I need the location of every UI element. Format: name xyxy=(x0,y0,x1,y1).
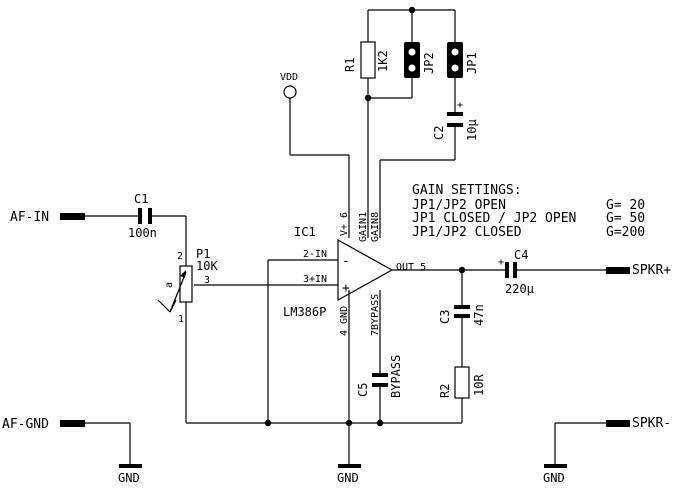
capacitor-c5: C5 BYPASS xyxy=(356,355,403,398)
port-af-in-label: AF-IN xyxy=(10,210,49,225)
r2-ref: R2 xyxy=(438,384,452,398)
gain-row-config: JP1/JP2 OPEN xyxy=(412,198,506,213)
opamp-ic1: - + IC1 LM386P 2-IN 3+IN OUT 5 V+ 6 GAIN… xyxy=(283,212,426,336)
c4-value: 220µ xyxy=(505,282,534,296)
gain-row-value: G= 50 xyxy=(606,211,645,226)
jumper-jp1: JP1 xyxy=(447,42,479,78)
c2-ref: C2 xyxy=(432,126,446,140)
gnd-label-right: GND xyxy=(543,471,565,485)
svg-text:+: + xyxy=(457,100,463,111)
svg-text:a: a xyxy=(164,282,175,288)
ic1-pin-out: OUT 5 xyxy=(396,262,426,273)
gnd-symbol-left: GND xyxy=(118,464,142,485)
p1-value: 10K xyxy=(196,259,218,273)
resistor-r1: R1 1K2 xyxy=(343,41,390,79)
p1-ref: P1 xyxy=(196,247,210,261)
gnd-label-center: GND xyxy=(337,471,359,485)
svg-text:+: + xyxy=(498,257,504,268)
c5-value: BYPASS xyxy=(389,355,403,398)
port-af-in: AF-IN xyxy=(10,210,85,225)
p1-pin-bottom: 1 xyxy=(178,314,184,325)
ic1-minus-sign: - xyxy=(342,254,350,269)
gnd-symbol-right: GND xyxy=(543,464,567,485)
p1-pin-top: 2 xyxy=(177,251,183,262)
ic1-pin-inv: 2-IN xyxy=(303,249,327,260)
ic1-pin-gain8: GAIN8 xyxy=(370,212,381,242)
junction-dots xyxy=(264,6,466,427)
ic1-pin-gain1: GAIN1 xyxy=(358,212,369,242)
gain-row-config: JP1/JP2 CLOSED xyxy=(412,225,522,240)
ic1-part: LM386P xyxy=(283,305,326,319)
p1-pin-wiper: 3 xyxy=(204,275,210,286)
capacitor-c2: + C2 10µ xyxy=(432,100,479,141)
jumper-jp2: JP2 xyxy=(404,42,436,78)
ic1-pin-bypass: 7BYPASS xyxy=(370,294,381,336)
port-spkr-pos: SPKR+ xyxy=(606,263,671,278)
port-spkr-pos-label: SPKR+ xyxy=(632,263,671,278)
ic1-plus-sign: + xyxy=(342,281,350,296)
capacitor-c1: C1 100n xyxy=(128,192,157,240)
gain-settings-table: GAIN SETTINGS: JP1/JP2 OPEN G= 20 JP1 CL… xyxy=(412,183,645,240)
capacitor-c4: + C4 220µ xyxy=(498,248,534,296)
c2-value: 10µ xyxy=(465,119,479,141)
r1-ref: R1 xyxy=(343,58,357,72)
r2-value: 10R xyxy=(472,374,486,396)
c5-ref: C5 xyxy=(356,383,370,397)
port-spkr-neg: SPKR- xyxy=(606,416,671,431)
resistor-r2: R2 10R xyxy=(438,366,486,399)
c4-ref: C4 xyxy=(514,248,528,262)
c3-ref: C3 xyxy=(438,310,452,324)
ic1-ref: IC1 xyxy=(294,225,316,239)
gain-row-value: G= 20 xyxy=(606,198,645,213)
vdd-label: VDD xyxy=(280,72,298,83)
gain-settings-title: GAIN SETTINGS: xyxy=(412,183,522,198)
port-af-gnd-label: AF-GND xyxy=(2,417,49,432)
ic1-pin-vplus: V+ 6 xyxy=(339,212,350,236)
gnd-label-left: GND xyxy=(118,471,140,485)
ic1-pin-noninv: 3+IN xyxy=(303,274,327,285)
c1-ref: C1 xyxy=(134,192,148,206)
vdd-supply: VDD xyxy=(280,72,298,99)
jp1-ref: JP1 xyxy=(465,52,479,74)
c3-value: 47n xyxy=(472,304,486,326)
gain-row-value: G=200 xyxy=(606,225,645,240)
potentiometer-p1: a P1 10K 2 3 1 xyxy=(157,247,218,325)
capacitor-c3: C3 47n xyxy=(438,304,486,326)
port-af-gnd: AF-GND xyxy=(2,417,85,432)
ic1-pin-gnd: 4 GND xyxy=(339,306,350,336)
port-spkr-neg-label: SPKR- xyxy=(632,416,671,431)
jp2-ref: JP2 xyxy=(422,52,436,74)
gain-row-config: JP1 CLOSED / JP2 OPEN xyxy=(412,211,576,226)
r1-value: 1K2 xyxy=(376,50,390,72)
wires xyxy=(85,9,606,466)
gnd-symbol-center: GND xyxy=(337,464,361,485)
c1-value: 100n xyxy=(128,226,157,240)
